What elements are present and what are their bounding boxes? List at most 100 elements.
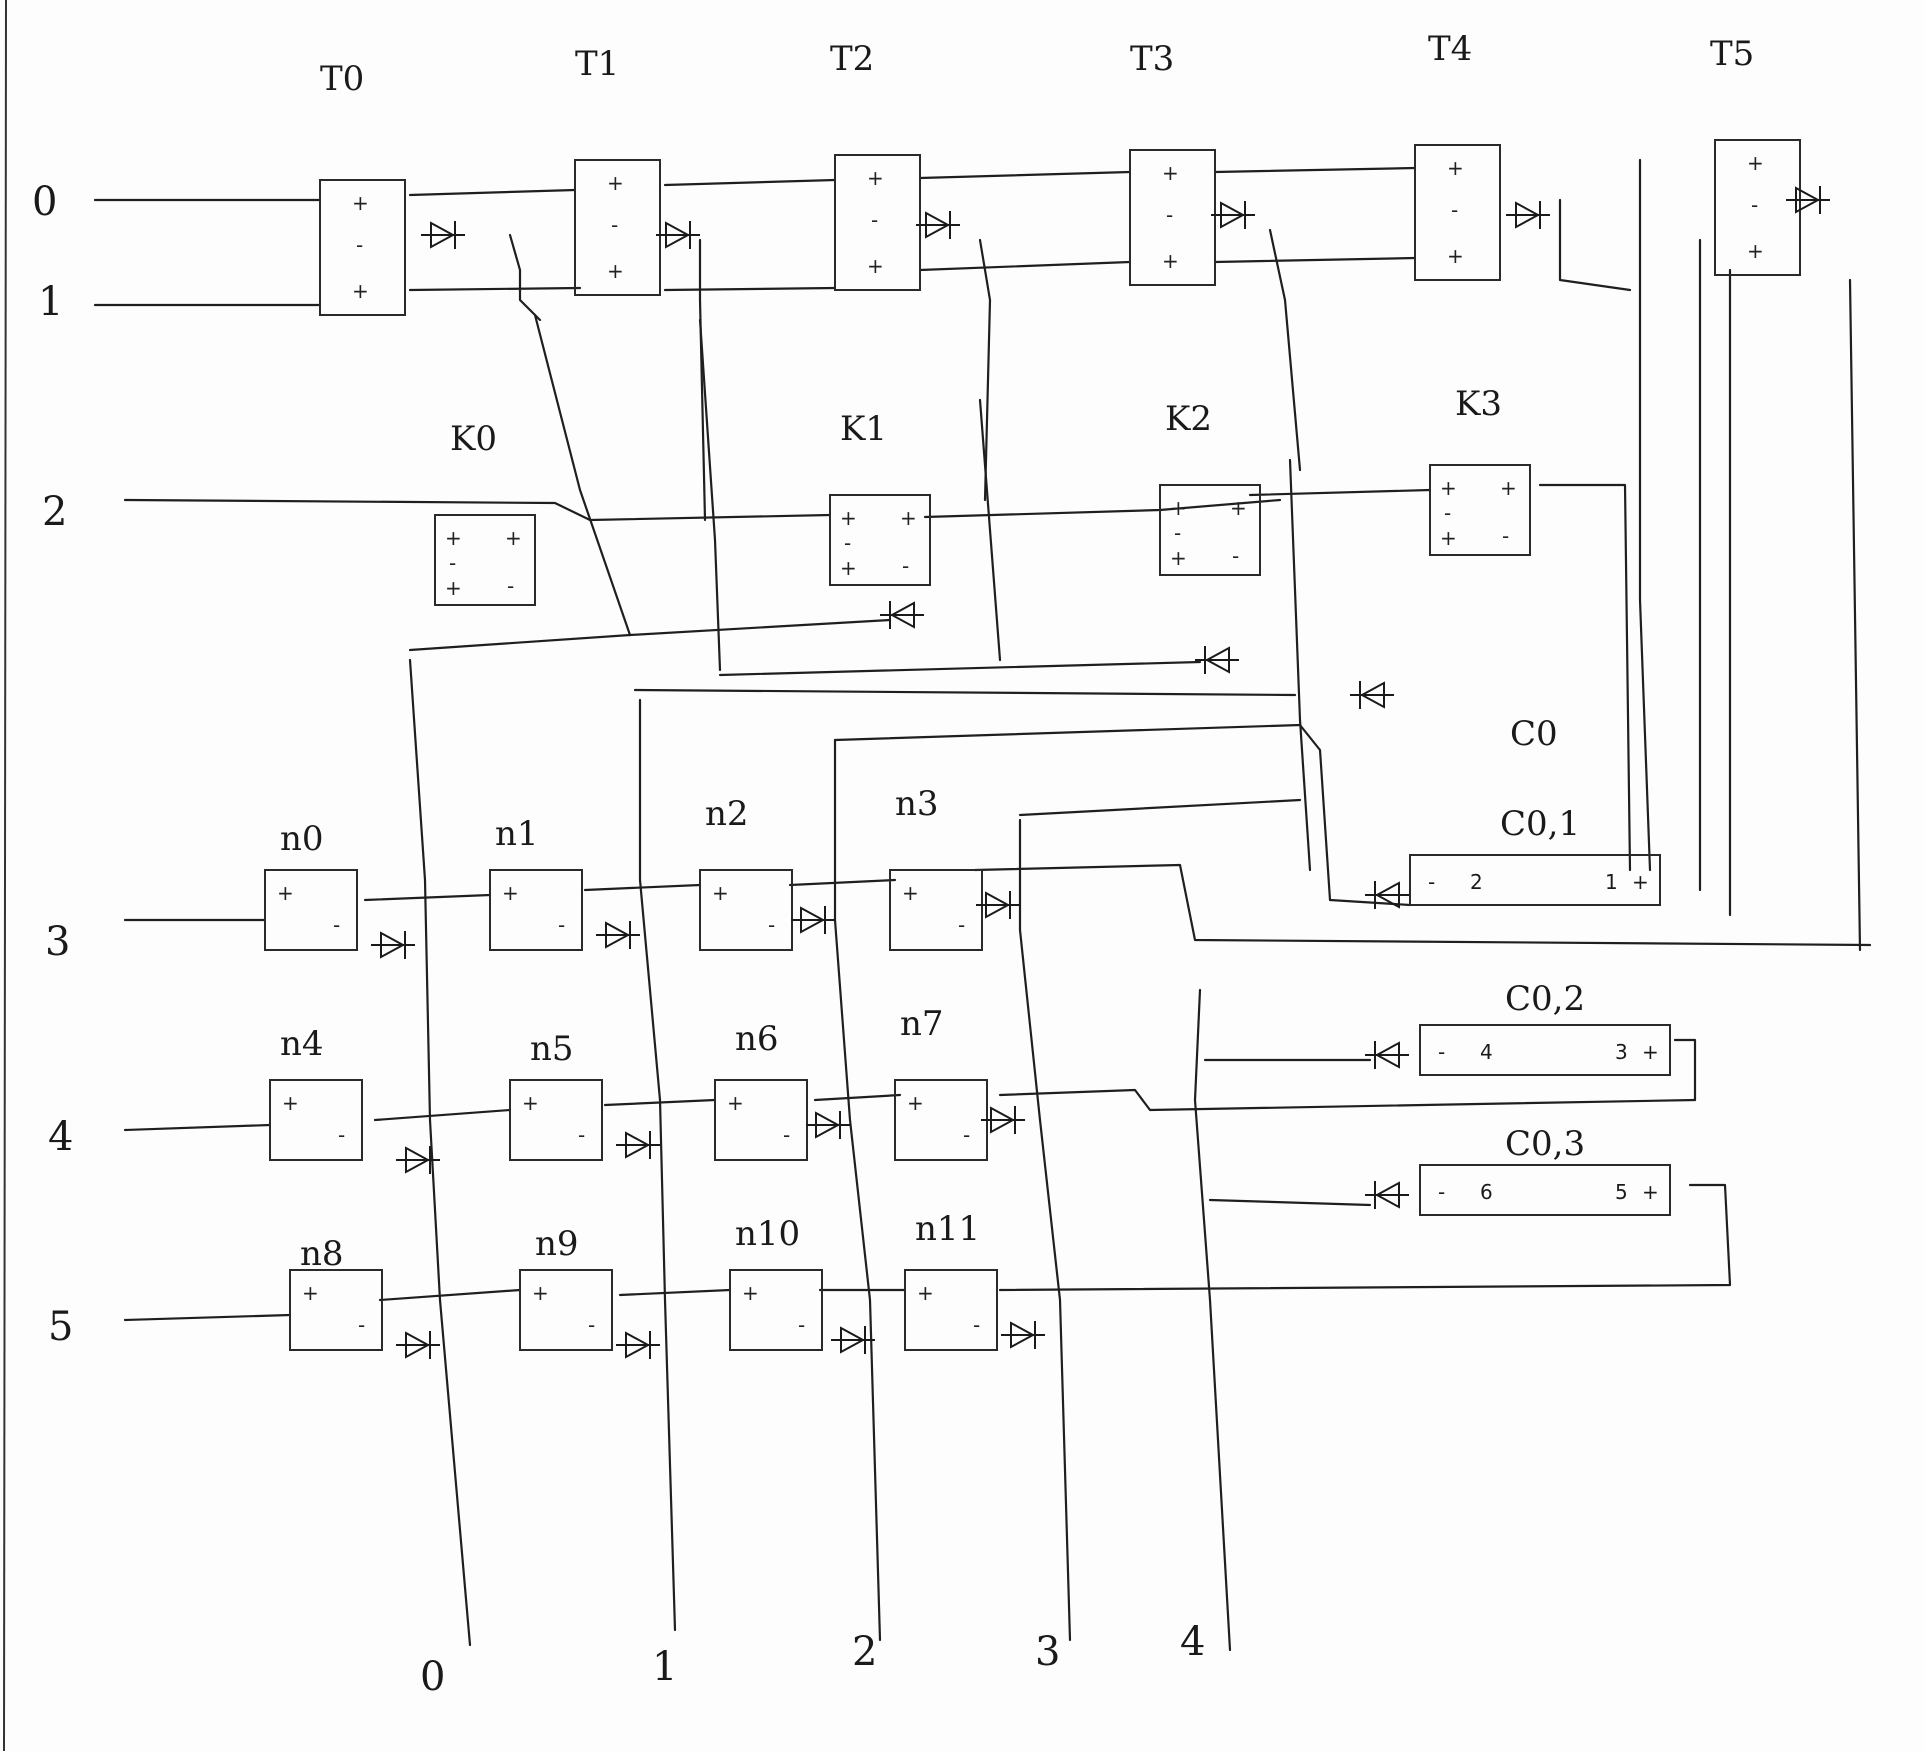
gate-k2: ++-+-K2 xyxy=(1159,399,1261,576)
diode-icon xyxy=(1350,681,1394,709)
clause-box xyxy=(1419,1024,1671,1076)
gate-sign: - xyxy=(333,913,340,937)
gate-box xyxy=(1714,139,1801,276)
gate-k0: ++-+-K0 xyxy=(434,419,536,606)
gate-box xyxy=(829,494,931,586)
output-label: 0 xyxy=(420,1654,445,1700)
clause-sign: + xyxy=(1642,1040,1659,1064)
row-label: 2 xyxy=(42,489,67,535)
gate-n10: +-n10 xyxy=(729,1214,823,1351)
gate-sign: + xyxy=(502,881,519,905)
gate-label: T5 xyxy=(1710,34,1754,74)
clause-num: 5 xyxy=(1615,1180,1628,1204)
gate-label: K1 xyxy=(840,409,887,449)
row-label: 5 xyxy=(48,1304,73,1350)
gate-n2: +-n2 xyxy=(699,794,793,951)
gate-sign: + xyxy=(352,191,369,215)
gate-sign: - xyxy=(1232,544,1239,568)
diode-icon xyxy=(791,906,835,934)
row-label: 4 xyxy=(48,1114,73,1160)
gate-box xyxy=(489,869,583,951)
gate-t3: +-+T3 xyxy=(1129,39,1216,286)
gate-n3: +-n3 xyxy=(889,784,983,951)
gate-k3: ++-+-K3 xyxy=(1429,384,1531,556)
gate-sign: + xyxy=(1447,244,1464,268)
gate-sign: - xyxy=(358,1313,365,1337)
clause-sign: + xyxy=(1642,1180,1659,1204)
gate-t2: +-+T2 xyxy=(830,39,921,291)
gate-n5: +-n5 xyxy=(509,1029,603,1161)
output-label: 1 xyxy=(652,1644,677,1690)
gate-sign: + xyxy=(302,1281,319,1305)
gate-sign: - xyxy=(356,233,363,257)
gate-sign: + xyxy=(1170,496,1187,520)
gate-label: n3 xyxy=(895,784,939,824)
gate-label: T0 xyxy=(320,59,364,99)
gate-sign: + xyxy=(352,279,369,303)
diode-icon xyxy=(656,221,700,249)
gate-box xyxy=(714,1079,808,1161)
gate-sign: - xyxy=(973,1313,980,1337)
gate-box xyxy=(834,154,921,291)
gate-label: K3 xyxy=(1455,384,1502,424)
gate-box xyxy=(509,1079,603,1161)
gate-sign: + xyxy=(867,166,884,190)
diode-icon xyxy=(1365,881,1409,909)
gate-label: n6 xyxy=(735,1019,779,1059)
gate-sign: + xyxy=(532,1281,549,1305)
clause-label: C0,3 xyxy=(1505,1124,1585,1164)
diode-icon xyxy=(976,891,1020,919)
gate-sign: - xyxy=(963,1123,970,1147)
gate-sign: - xyxy=(1166,203,1173,227)
gate-sign: + xyxy=(917,1281,934,1305)
gate-box xyxy=(1429,464,1531,556)
clause-box xyxy=(1419,1164,1671,1216)
diode-icon xyxy=(421,221,465,249)
clause-sign: - xyxy=(1428,870,1435,894)
gate-sign: - xyxy=(1451,198,1458,222)
gate-label: n1 xyxy=(495,814,539,854)
gate-sign: - xyxy=(1444,501,1451,525)
gate-sign: - xyxy=(338,1123,345,1147)
gate-label: T1 xyxy=(575,44,619,84)
gate-n4: +-n4 xyxy=(269,1024,363,1161)
diode-icon xyxy=(1001,1321,1045,1349)
diodes xyxy=(371,186,1830,1359)
gate-label: n7 xyxy=(900,1004,944,1044)
clause-num: 3 xyxy=(1615,1040,1628,1064)
diode-icon xyxy=(596,921,640,949)
gate-label: K0 xyxy=(450,419,497,459)
gate-label: n9 xyxy=(535,1224,579,1264)
gate-sign: + xyxy=(505,526,522,550)
gate-sign: - xyxy=(1502,524,1509,548)
gate-sign: - xyxy=(611,213,618,237)
gate-sign: - xyxy=(1174,521,1181,545)
gate-box xyxy=(1129,149,1216,286)
gate-box xyxy=(319,179,406,316)
gate-box xyxy=(574,159,661,296)
gate-box xyxy=(889,869,983,951)
diode-icon xyxy=(1506,201,1550,229)
diode-icon xyxy=(371,931,415,959)
gate-box xyxy=(264,869,358,951)
diode-icon xyxy=(1195,646,1239,674)
gate-sign: + xyxy=(712,881,729,905)
gate-sign: + xyxy=(445,576,462,600)
diode-icon xyxy=(880,601,924,629)
gate-sign: - xyxy=(558,913,565,937)
gate-sign: + xyxy=(727,1091,744,1115)
gate-box xyxy=(289,1269,383,1351)
gate-label: n8 xyxy=(300,1234,344,1274)
diode-icon xyxy=(616,1131,660,1159)
gate-sign: + xyxy=(867,254,884,278)
row-labels: 0 1 2 3 4 5 xyxy=(32,179,73,1350)
gate-sign: - xyxy=(449,551,456,575)
gate-sign: + xyxy=(522,1091,539,1115)
gate-box xyxy=(904,1269,998,1351)
gate-box xyxy=(519,1269,613,1351)
gate-sign: + xyxy=(840,506,857,530)
gate-t5: +-+T5 xyxy=(1710,34,1801,276)
clause-num: 1 xyxy=(1605,870,1618,894)
gate-sign: + xyxy=(1447,156,1464,180)
